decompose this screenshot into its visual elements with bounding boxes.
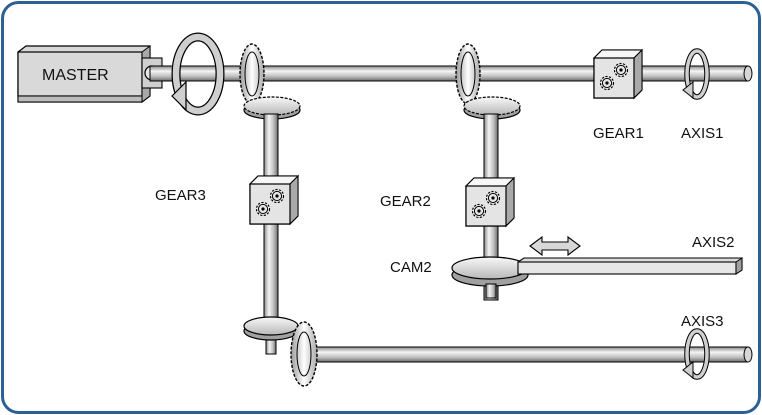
gear1-box: [594, 50, 642, 98]
gear2-label: GEAR2: [380, 193, 431, 210]
main-shaft-end: [743, 65, 753, 82]
axis2-label: AXIS2: [692, 234, 735, 251]
gear2-box: [466, 178, 514, 226]
cam2-label: CAM2: [390, 259, 432, 276]
axis3-bevel-gear: [290, 321, 318, 387]
rotation-arrow-icon: [171, 32, 225, 116]
axis3-rotation-icon: [682, 328, 710, 380]
axis3-shaft: [299, 346, 749, 363]
axis1-label: AXIS1: [681, 125, 724, 142]
gear1-label: GEAR1: [593, 125, 644, 142]
axis3-shaft-end: [743, 346, 753, 363]
bevel-gear-2-disc: [463, 96, 521, 120]
master-label: MASTER: [42, 67, 109, 84]
master-motor: [17, 45, 163, 103]
cam2-disc: [451, 256, 529, 299]
bevel-gear-2: [455, 43, 481, 105]
gear3-label: GEAR3: [155, 187, 206, 204]
axis1-rotation-icon: [682, 48, 710, 100]
bevel-gear-1: [239, 43, 265, 105]
bevel-gear-1-disc: [243, 96, 301, 120]
gear3-lower-disc: [243, 316, 299, 355]
double-arrow-icon: [529, 235, 581, 257]
axis3-label: AXIS3: [681, 313, 724, 330]
gear3-box: [250, 176, 298, 224]
axis2-linear-bar: [517, 257, 743, 275]
